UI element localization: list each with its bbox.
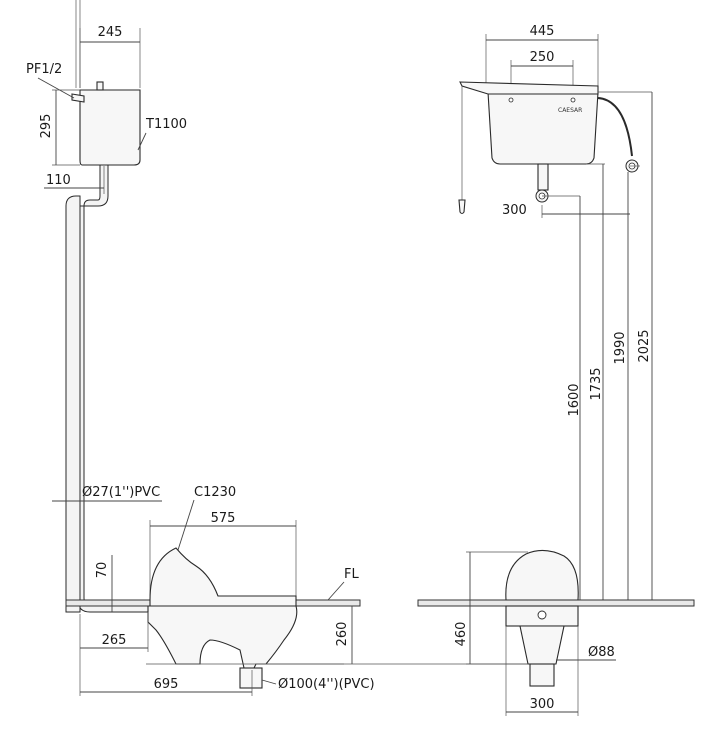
outlet-offset-label: 300	[502, 203, 527, 218]
pan-flush-inlet	[537, 610, 547, 620]
pan-base	[147, 605, 298, 669]
pan-outlet	[529, 663, 555, 687]
cistern-model-label: T1100	[145, 117, 187, 132]
height-1735-label: 1735	[589, 367, 604, 400]
pan-height-label: 460	[454, 622, 469, 647]
pan-model-label: C1230	[194, 485, 236, 500]
cistern-height-label: 295	[39, 114, 54, 139]
inlet-label: PF1/2	[26, 62, 62, 77]
outlet-pipe-leader	[261, 679, 277, 685]
right-front-view: 445 250 CAESAR 300 1600	[417, 24, 695, 716]
flush-outlet	[537, 163, 549, 191]
pan-top	[505, 549, 579, 601]
height-2025-label: 2025	[637, 329, 652, 362]
flush-pipe-outer	[65, 195, 81, 613]
outlet-pipe-label: Ø100(4'')(PVC)	[278, 677, 375, 692]
floor-slab-right	[417, 599, 695, 607]
flush-pipe	[77, 164, 151, 613]
brand-label: CAESAR	[558, 107, 582, 114]
height-1990-label: 1990	[613, 331, 628, 364]
cistern-width-label: 245	[98, 25, 123, 40]
floor-leader	[327, 581, 345, 601]
cistern-model-leader	[137, 132, 147, 151]
pan-width-label: 300	[530, 697, 555, 712]
outlet-pipe	[239, 667, 263, 689]
outlet-height-label: 260	[335, 622, 350, 647]
pull-chain-handle	[458, 199, 466, 215]
outlet-diameter-label: Ø88	[588, 645, 615, 660]
pan-length-label: 575	[211, 511, 236, 526]
supply-hose	[597, 97, 633, 157]
pipe-height-label: 70	[95, 562, 110, 579]
pan-model-leader	[177, 499, 195, 551]
height-1600-label: 1600	[567, 383, 582, 416]
outlet-distance-label: 695	[154, 677, 179, 692]
left-side-view: 245 PF1/2 295 T1100 110 Ø27(1'')PVC C123…	[26, 0, 540, 696]
inlet-valve	[71, 93, 85, 103]
bracket-hole-right	[570, 97, 576, 103]
bracket-spacing-label: 250	[530, 50, 555, 65]
cistern-cap	[96, 81, 104, 91]
pan-trap	[519, 625, 565, 665]
inlet-leader	[37, 77, 75, 99]
pan-top	[149, 547, 297, 607]
cistern-body	[487, 91, 599, 165]
pipe-offset-label: 110	[46, 173, 71, 188]
cistern-width-label: 445	[530, 24, 555, 39]
pipe-to-outlet-label: 265	[102, 633, 127, 648]
flush-pipe-label: Ø27(1'')PVC	[82, 485, 160, 500]
floor-label: FL	[344, 567, 359, 582]
cistern-lid	[459, 81, 599, 95]
cistern-body	[79, 89, 141, 166]
bracket-hole-left	[508, 97, 514, 103]
